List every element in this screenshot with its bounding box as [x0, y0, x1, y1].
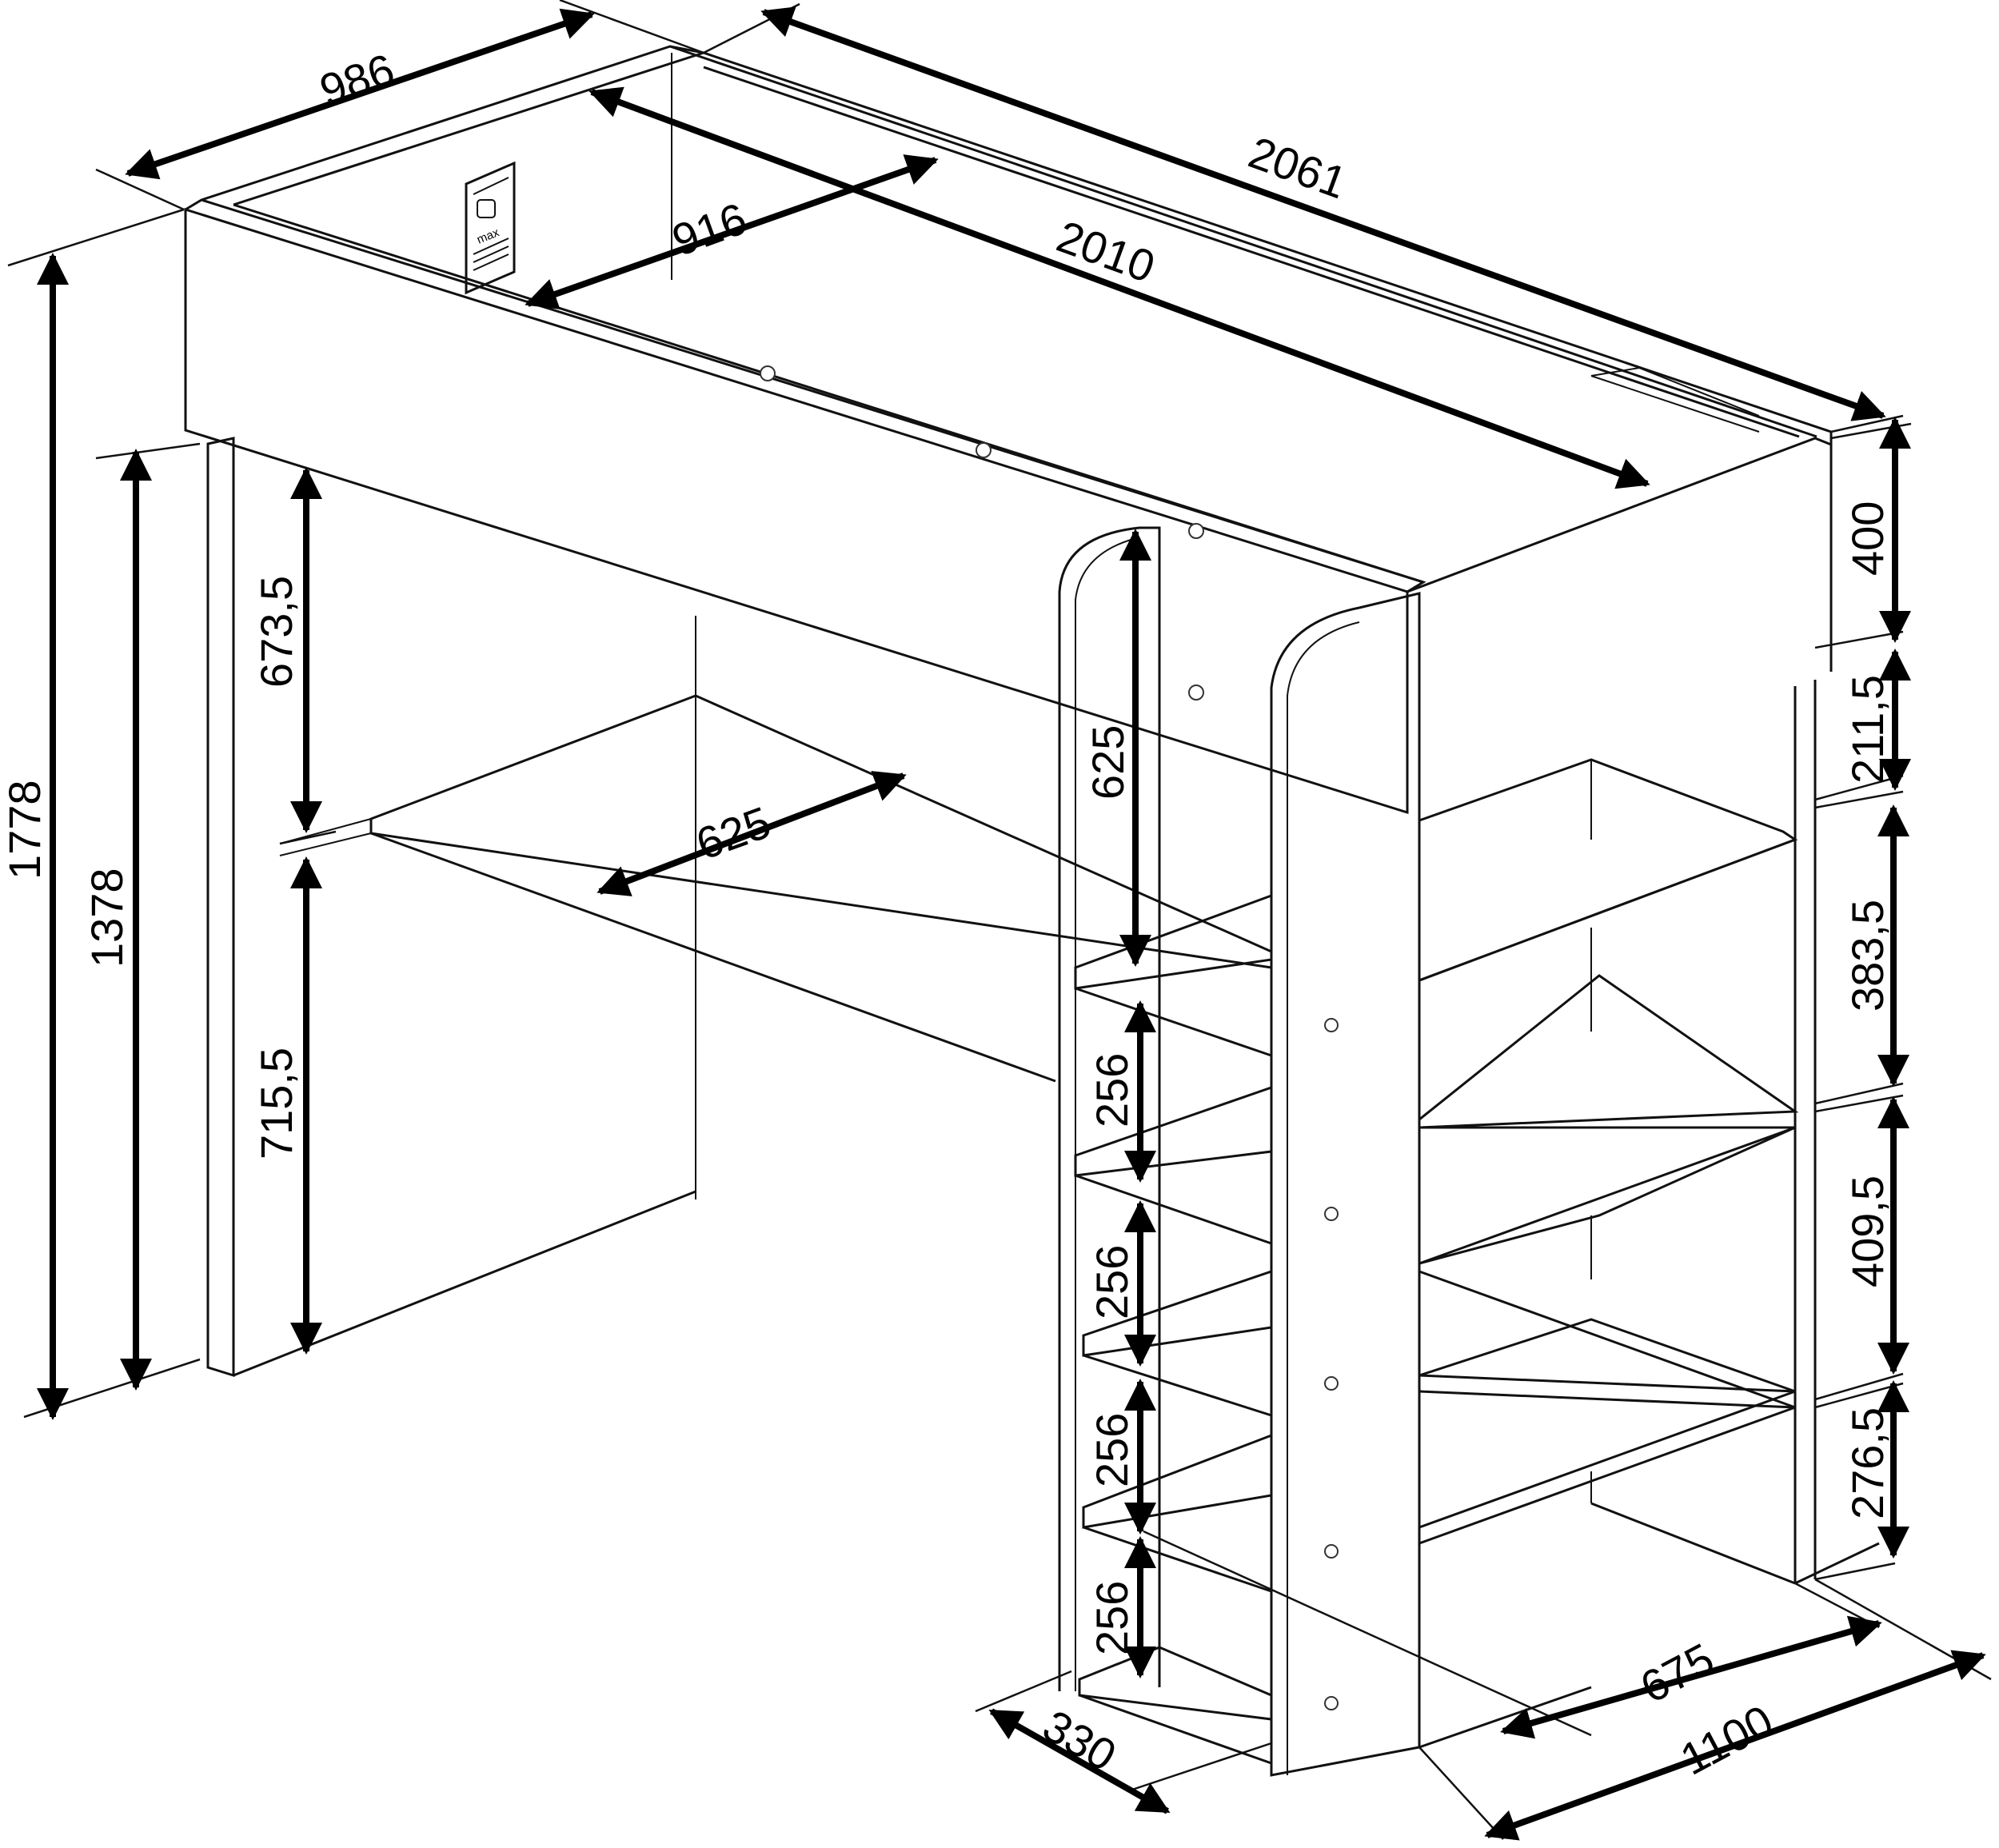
dim-ladder-width: 330	[1035, 1700, 1124, 1781]
dim-ladder-step-4: 256	[1087, 1581, 1137, 1655]
dim-desk-depth: 625	[689, 796, 776, 869]
dim-ladder-step-1: 256	[1087, 1053, 1137, 1128]
bed-frame	[184, 45, 1833, 815]
dim-shelf-gap-1: 383,5	[1842, 900, 1893, 1012]
dimension-labels: 986 2061 2010 916 1778 1378 673,5 715,5 …	[0, 44, 1893, 1785]
dim-under-bed-height: 1378	[82, 868, 132, 968]
dim-ladder-top-step: 625	[1083, 725, 1133, 800]
dim-shelf-unit-depth: 1100	[1672, 1695, 1781, 1785]
dim-shelf-gap-2: 409,5	[1842, 1175, 1893, 1287]
dim-ladder-step-3: 256	[1087, 1413, 1137, 1487]
max-label-card: max	[465, 161, 516, 295]
dim-shelf-top-gap: 211,5	[1842, 675, 1893, 784]
dim-inner-depth: 916	[665, 193, 752, 265]
dimension-lines	[7, 0, 1992, 1841]
dim-desk-height: 715,5	[251, 1048, 301, 1159]
dim-ladder-step-2: 256	[1087, 1245, 1137, 1319]
dim-shelf-guard-height: 400	[1842, 501, 1893, 576]
left-side-panel	[206, 437, 696, 1378]
dim-shelf-depth: 675	[1632, 1633, 1722, 1712]
dim-shelf-bottom-gap: 276,5	[1842, 1407, 1893, 1519]
shelf-unit	[1270, 592, 1880, 1777]
dim-total-height: 1778	[0, 780, 50, 880]
dim-overall-depth: 986	[313, 44, 401, 116]
dim-desk-top-to-frame: 673,5	[251, 576, 301, 688]
dim-overall-length: 2061	[1243, 127, 1354, 209]
